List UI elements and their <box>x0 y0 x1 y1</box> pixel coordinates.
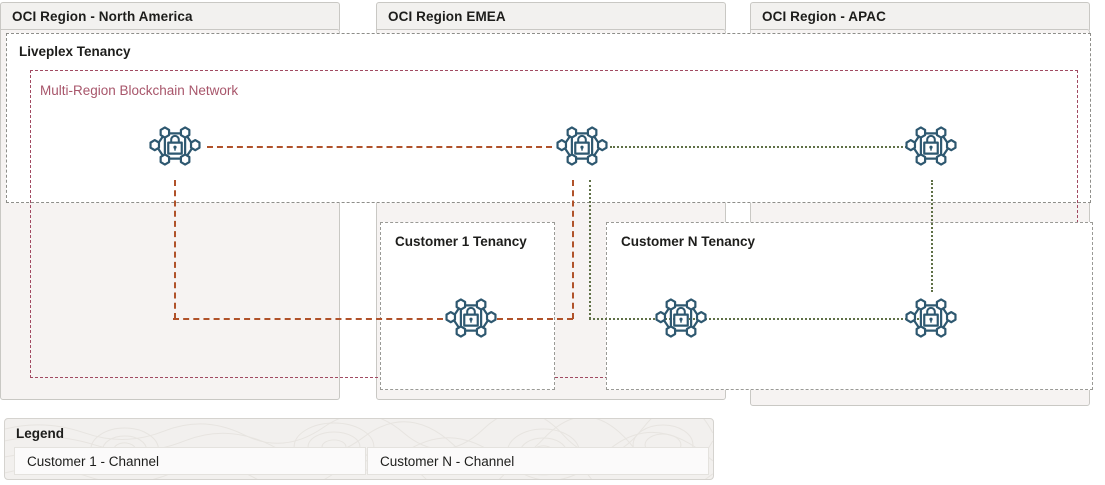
blockchain-node-lock-icon <box>445 298 497 338</box>
liveplex-tenancy-container: Liveplex Tenancy <box>6 33 1091 203</box>
connector-cn-node-to-node <box>589 318 919 320</box>
region-tab-label: OCI Region - APAC <box>762 9 886 24</box>
blockchain-node-lock-icon <box>149 126 201 166</box>
liveplex-tenancy-label: Liveplex Tenancy <box>19 44 131 59</box>
legend-item-customer-n-channel[interactable]: Customer N - Channel <box>367 447 709 475</box>
connector-c1-na-to-customer1 <box>173 318 443 320</box>
connector-cn-emea-to-apac <box>610 146 910 148</box>
legend: Legend Customer 1 - Channel Customer N -… <box>4 418 714 480</box>
node-north-america-top[interactable] <box>148 119 202 173</box>
blockchain-node-lock-icon <box>556 126 608 166</box>
legend-item-label: Customer N - Channel <box>380 453 515 469</box>
connector-c1-customer1-to-emea <box>497 318 573 320</box>
customer-n-tenancy-label: Customer N Tenancy <box>621 234 756 249</box>
blockchain-node-lock-icon <box>905 126 957 166</box>
node-emea-top[interactable] <box>555 119 609 173</box>
region-tab-apac[interactable]: OCI Region - APAC <box>750 2 1090 30</box>
connector-cn-emea-down <box>589 180 591 319</box>
connector-cn-apac-down <box>931 180 933 292</box>
legend-item-label: Customer 1 - Channel <box>27 453 160 469</box>
region-tab-label: OCI Region EMEA <box>388 9 506 24</box>
node-customer-1[interactable] <box>444 291 498 345</box>
region-tab-emea[interactable]: OCI Region EMEA <box>376 2 726 30</box>
connector-c1-emea-down <box>572 180 574 319</box>
node-apac-top[interactable] <box>904 119 958 173</box>
blockchain-node-lock-icon <box>655 298 707 338</box>
blockchain-node-lock-icon <box>905 298 957 338</box>
customer-1-tenancy-label: Customer 1 Tenancy <box>395 234 527 249</box>
node-customer-n-emea[interactable] <box>654 291 708 345</box>
region-tab-label: OCI Region - North America <box>12 9 193 24</box>
connector-c1-na-to-emea <box>207 146 552 148</box>
region-tab-north-america[interactable]: OCI Region - North America <box>0 2 340 30</box>
legend-item-customer-1-channel[interactable]: Customer 1 - Channel <box>14 447 366 475</box>
connector-c1-na-down <box>174 180 176 319</box>
multi-region-blockchain-network-label: Multi-Region Blockchain Network <box>40 83 239 98</box>
node-customer-n-apac[interactable] <box>904 291 958 345</box>
legend-title: Legend <box>16 426 65 441</box>
